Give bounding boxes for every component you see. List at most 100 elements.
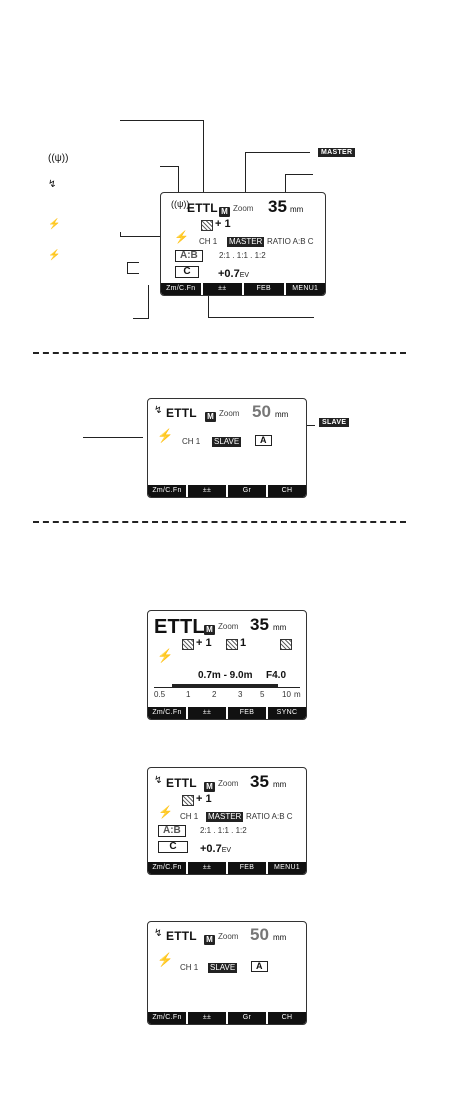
optical-icon: ↯ [154,405,163,416]
aperture-value: F4.0 [266,670,287,681]
slave-badge: SLAVE [208,963,238,973]
ettl-mode: ETTL [166,929,197,943]
fn-button-1[interactable]: Zm/C.Fn [161,283,201,295]
fec-icon [182,639,194,651]
fn-button-1[interactable]: Zm/C.Fn [148,707,186,719]
ettl-mode: ETTL [166,406,197,420]
section-divider [33,521,406,523]
zoom-unit: mm [275,410,289,419]
fn-button-4[interactable]: MENU1 [268,862,306,874]
fn-button-1[interactable]: Zm/C.Fn [148,862,186,874]
c-group-box: C [158,841,188,853]
fn-button-1[interactable]: Zm/C.Fn [148,1012,186,1024]
callout-line [127,273,139,274]
lcd-display-slave-annotated: ↯ ETTL M Zoom 50 mm ⚡ CH 1 SLAVE A Zm/C.… [147,398,307,498]
optical-wireless-icon: ↯ [48,179,57,190]
manual-zoom-badge: M [219,207,230,217]
channel-label: CH 1 [180,963,199,972]
optical-icon: ↯ [154,775,163,786]
fn-button-3[interactable]: Gr [228,485,266,497]
zoom-unit: mm [290,205,304,214]
ab-group-box: A:B [175,250,203,262]
fn-button-1[interactable]: Zm/C.Fn [148,485,186,497]
callout-line [120,236,166,237]
master-badge: MASTER [227,237,265,247]
callout-line [127,262,128,274]
fec-icon [182,795,194,807]
zoom-unit: mm [273,780,287,789]
ev-unit: EV [239,272,250,279]
fn-button-4[interactable]: MENU1 [285,283,325,295]
flash-range: 0.7m - 9.0m [198,670,253,681]
channel-label: CH 1 [182,437,201,446]
callout-line [83,437,143,438]
flash-head-icon: ⚡ [157,648,174,663]
manual-zoom-badge: M [204,782,215,792]
slave-badge: SLAVE [212,437,242,447]
zoom-value: 35 [250,772,269,791]
master-tag: MASTER [318,148,356,157]
section-divider [33,352,406,354]
callout-line [120,232,121,237]
c-group-box: C [175,266,199,278]
radio-wireless-icon: ((ψ)) [48,153,69,164]
zoom-label: Zoom [218,779,239,788]
scale-tick: 3 [238,690,243,699]
fec-value: + 1 [196,793,212,805]
scale-tick: 2 [212,690,217,699]
callout-line [160,166,179,167]
callout-line [148,285,149,319]
master-badge: MASTER [206,812,244,822]
flash-head-icon-a: ⚡ [48,219,61,230]
manual-zoom-badge: M [205,412,216,422]
fn-button-4[interactable]: CH [268,485,306,497]
callout-line [133,318,149,319]
fn-button-2[interactable]: ±± [188,485,226,497]
feb-icon [226,639,238,651]
master-flash-icon: ⚡ [174,230,189,244]
fn-button-3[interactable]: Gr [228,1012,266,1024]
fn-button-2[interactable]: ±± [188,862,226,874]
range-scale-axis [154,687,300,688]
function-bar: Zm/C.Fn ±± Gr CH [148,1012,306,1024]
feb-value: 1 [240,637,247,649]
callout-line [178,166,179,204]
callout-line [127,262,139,263]
manual-zoom-badge: M [204,625,215,635]
ab-group-box: A:B [158,825,186,837]
function-bar: Zm/C.Fn ±± Gr CH [148,485,306,497]
callout-line [203,120,204,205]
fn-button-3[interactable]: FEB [228,862,266,874]
fec-value: + 1 [196,637,212,649]
fn-button-2[interactable]: ±± [188,707,226,719]
lcd-display-ettl-range: ETTL M Zoom 35 mm + 1 1 ⚡ 0.7m - 9.0m F4… [147,610,307,720]
zoom-unit: mm [273,623,287,632]
fn-button-4[interactable]: SYNC [268,707,306,719]
function-bar: Zm/C.Fn ±± FEB SYNC [148,707,306,719]
ev-unit: EV [221,847,232,854]
scale-tick: 0.5 [154,690,166,699]
fec-icon [201,220,213,232]
flash-head-icon-b: ⚡ [48,250,61,261]
callout-line [120,120,204,121]
fn-button-2[interactable]: ±± [188,1012,226,1024]
ettl-mode: ETTL [187,201,218,215]
ev-value: +0.7 [200,843,222,855]
fn-button-3[interactable]: FEB [244,283,284,295]
ettl-mode: ETTL [154,616,205,638]
callout-line [245,152,310,153]
range-scale-bar [172,684,278,687]
fn-button-2[interactable]: ±± [202,283,242,295]
lcd-display-slave: ↯ ETTL M Zoom 50 mm ⚡ CH 1 SLAVE A Zm/C.… [147,921,307,1025]
slave-tag: SLAVE [319,418,350,427]
scale-tick: 5 [260,690,265,699]
slave-flash-icon: ⚡ [157,428,174,443]
scale-tick: 10 [282,690,291,699]
ev-value: +0.7 [218,268,240,280]
slave-flash-icon: ⚡ [157,952,174,967]
channel-label: CH 1 [180,812,199,821]
fn-button-4[interactable]: CH [268,1012,306,1024]
group-a-box: A [255,435,272,446]
function-bar: Zm/C.Fn ±± FEB MENU1 [148,862,306,874]
fn-button-3[interactable]: FEB [228,707,266,719]
